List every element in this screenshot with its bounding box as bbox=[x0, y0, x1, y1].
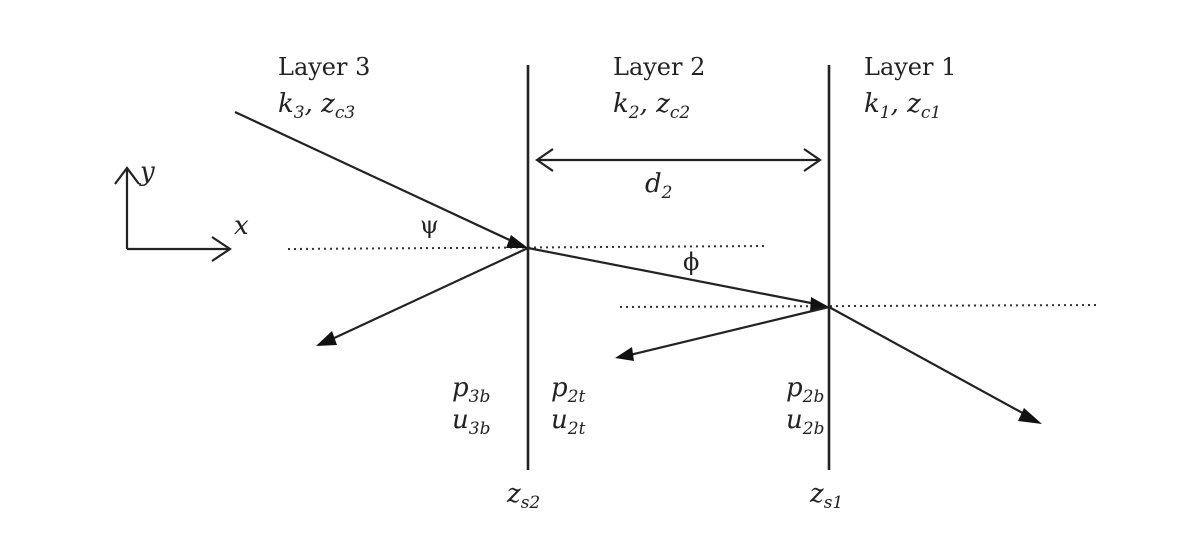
thickness-dimension: d2 bbox=[535, 148, 822, 203]
axes-indicator: y x bbox=[114, 157, 249, 262]
reflected-ray-layer3-arrowhead bbox=[316, 331, 337, 346]
field-u2b: u2b bbox=[786, 405, 824, 439]
interface-label-zs1: zs1 bbox=[809, 479, 843, 513]
normal-line-upper bbox=[287, 245, 766, 250]
transmitted-ray-layer1 bbox=[828, 306, 1029, 417]
dimension-label: d2 bbox=[645, 169, 672, 203]
x-axis-label: x bbox=[234, 211, 249, 241]
reflected-ray-layer3 bbox=[329, 247, 529, 341]
transmitted-ray-layer1-arrowhead bbox=[1018, 408, 1042, 424]
y-axis-arrowhead bbox=[114, 166, 140, 185]
reflected-ray-layer2 bbox=[629, 305, 830, 357]
normal-line-lower bbox=[619, 304, 1099, 308]
angle-psi-label: ψ bbox=[420, 211, 439, 239]
incident-ray bbox=[234, 111, 517, 244]
dimension-arrowhead-left bbox=[535, 148, 554, 172]
incident-ray-arrowhead bbox=[506, 235, 528, 248]
field-p3b: p3b bbox=[452, 373, 490, 407]
field-u3b: u3b bbox=[452, 405, 490, 439]
layer2-header: Layer 2 k2, zc2 bbox=[613, 53, 705, 123]
x-axis-arrowhead bbox=[211, 236, 232, 262]
angle-phi-label: ϕ bbox=[683, 248, 699, 276]
field-u2t: u2t bbox=[551, 405, 586, 439]
y-axis-label: y bbox=[139, 157, 155, 187]
layer1-header: Layer 1 k1, zc1 bbox=[864, 53, 956, 123]
layer2-params: k2, zc2 bbox=[613, 89, 690, 123]
layer3-header: Layer 3 k3, zc3 bbox=[278, 53, 370, 123]
layer3-title: Layer 3 bbox=[278, 53, 370, 81]
interface-label-zs2: zs2 bbox=[506, 479, 540, 513]
field-p2b: p2b bbox=[786, 373, 824, 407]
layer2-title: Layer 2 bbox=[613, 53, 705, 81]
field-p2t: p2t bbox=[551, 373, 585, 407]
transmitted-ray-layer2 bbox=[527, 246, 817, 306]
layer1-title: Layer 1 bbox=[864, 53, 956, 81]
layer1-params: k1, zc1 bbox=[864, 89, 941, 123]
reflected-ray-layer2-arrowhead bbox=[615, 347, 634, 361]
dimension-arrowhead-right bbox=[803, 148, 822, 172]
layer3-params: k3, zc3 bbox=[278, 89, 355, 123]
